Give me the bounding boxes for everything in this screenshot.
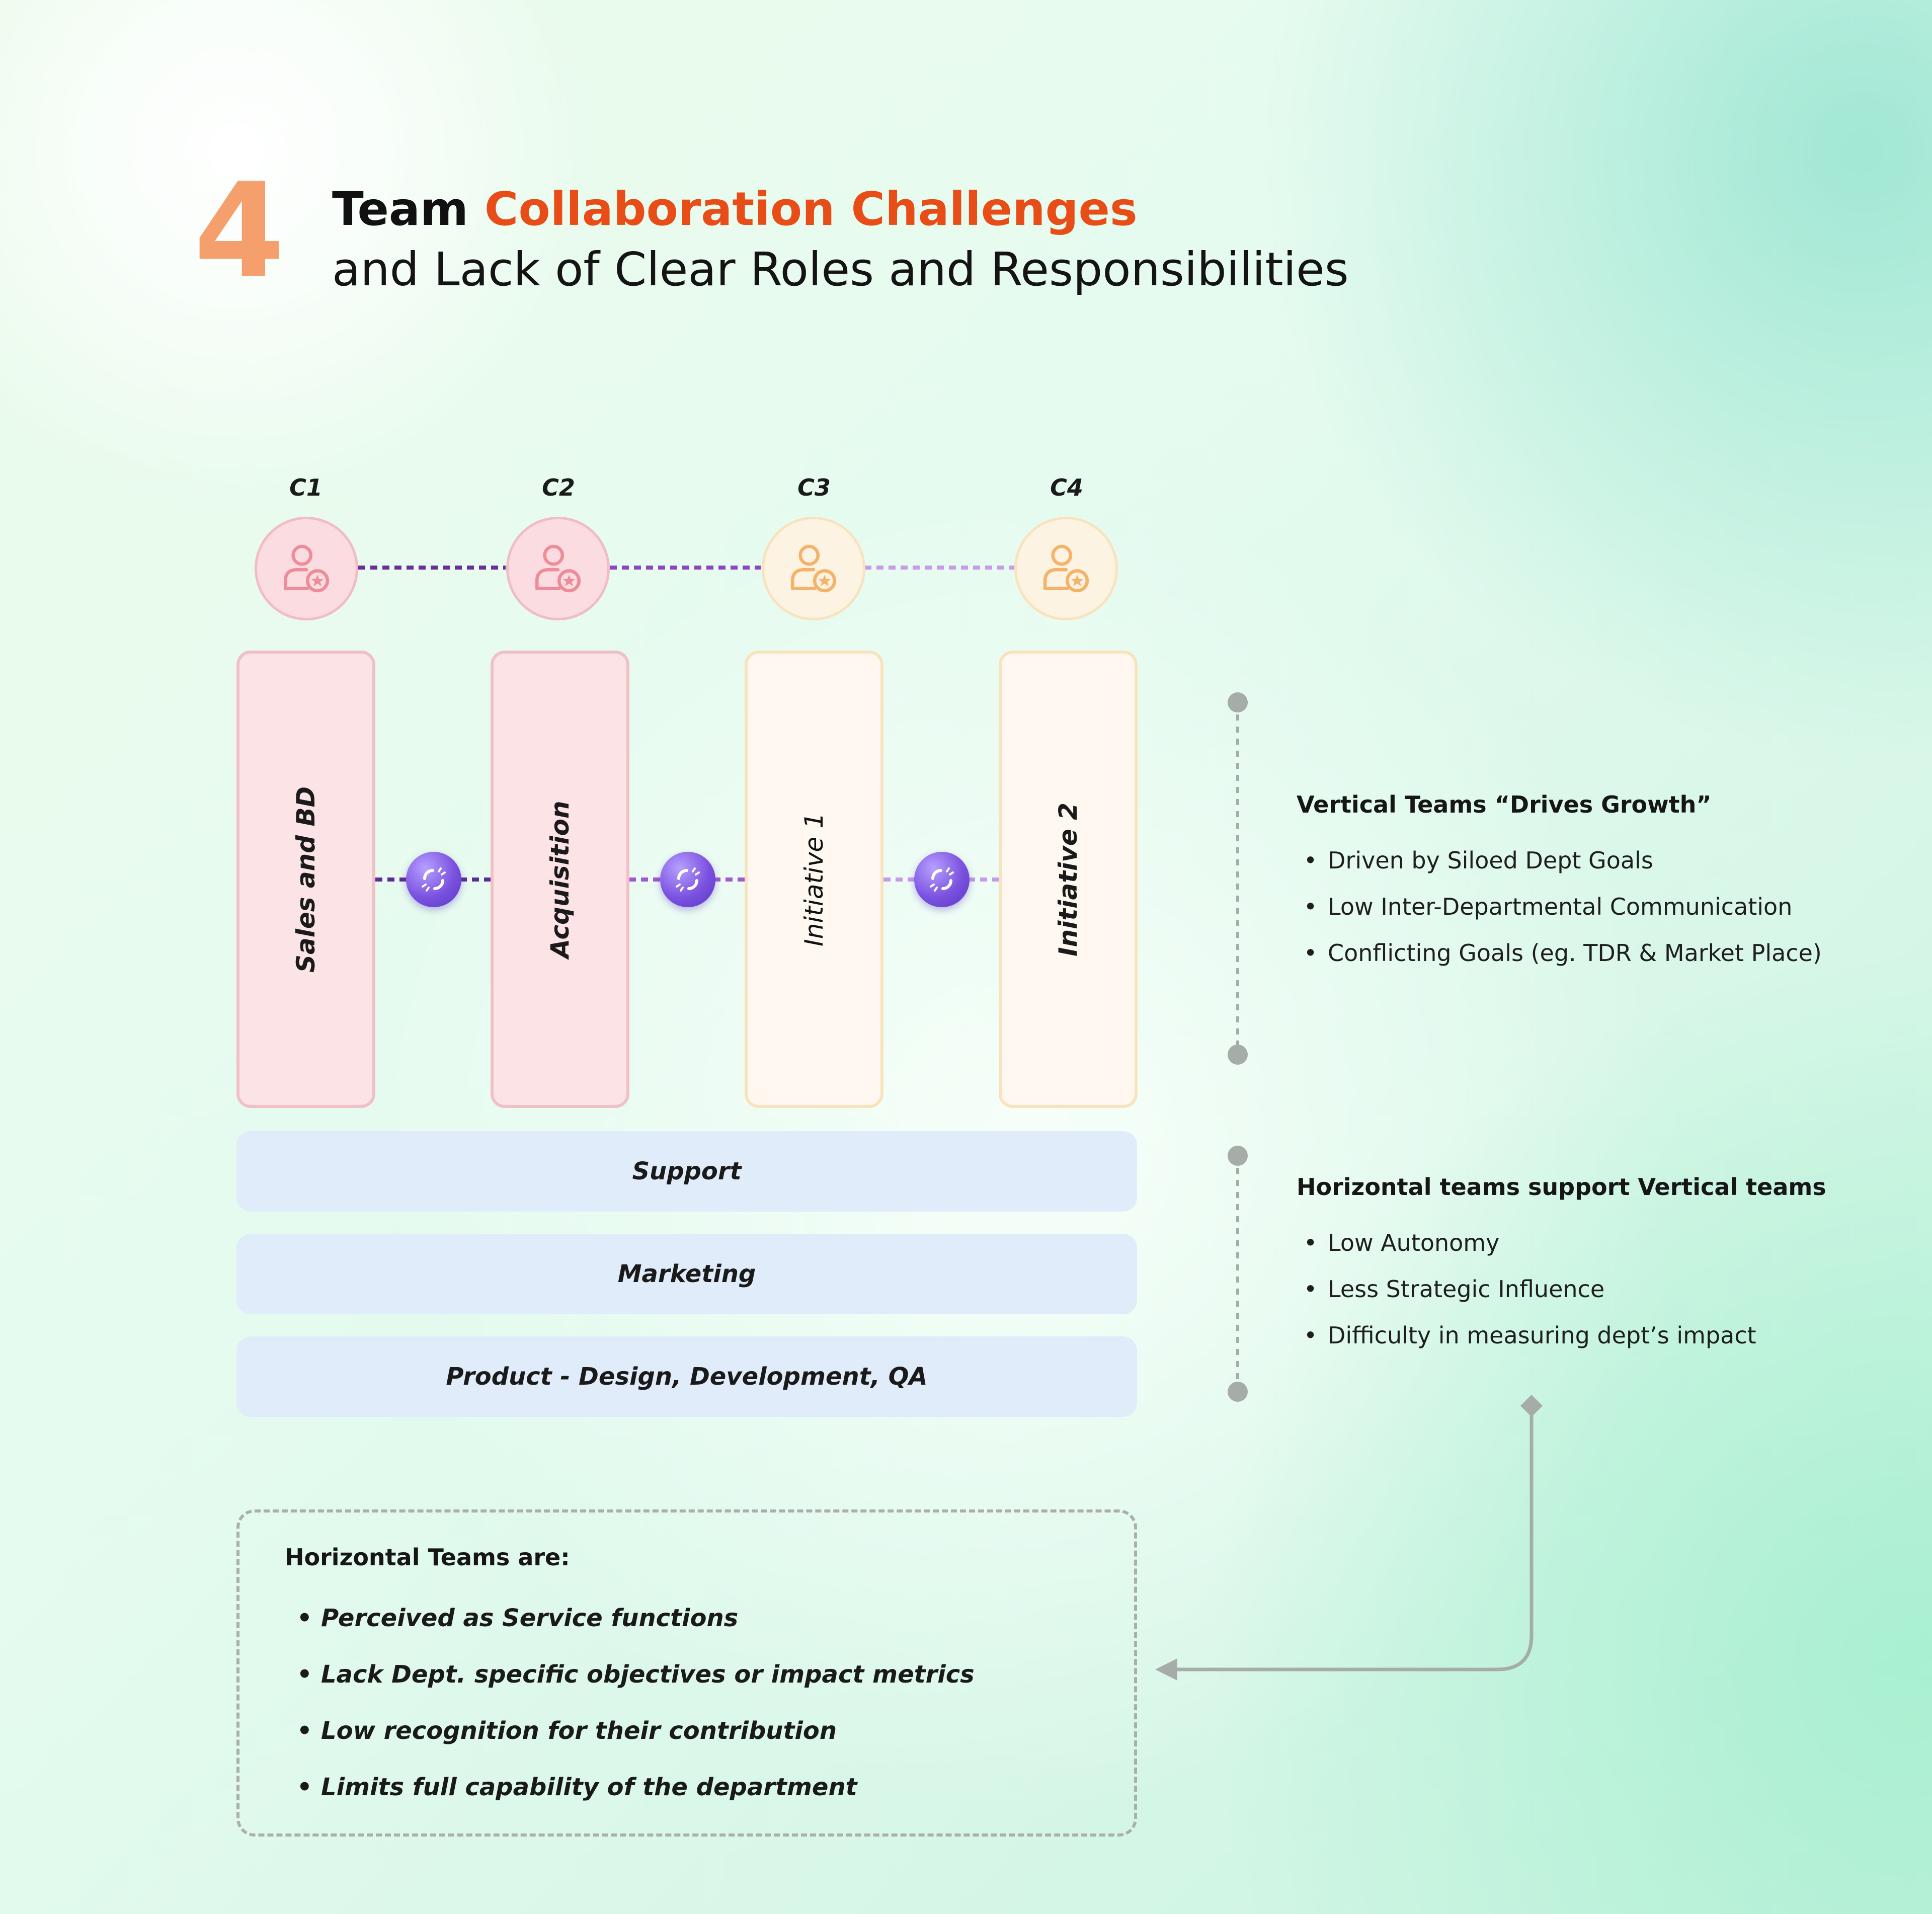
list-item: Limits full capability of the department: [297, 1759, 975, 1815]
horizontal-team-product: Product - Design, Development, QA: [236, 1336, 1137, 1417]
horizontal-team-marketing: Marketing: [236, 1234, 1137, 1314]
list-item: Difficulty in measuring dept’s impact: [1297, 1312, 1756, 1359]
vertical-team-acquisition: Acquisition: [491, 651, 629, 1108]
list-item: Low recognition for their contribution: [297, 1703, 975, 1759]
horizontal-team-support: Support: [236, 1131, 1137, 1212]
column-label-c4: C4: [1050, 474, 1083, 501]
avatar-c1: [255, 517, 358, 620]
list-item: Conflicting Goals (eg. TDR & Market Plac…: [1297, 930, 1822, 976]
avatar-c4: [1014, 517, 1118, 620]
vertical-team-label: Sales and BD: [291, 786, 320, 973]
horizontal-teams-heading: Horizontal teams support Vertical teams: [1297, 1173, 1826, 1201]
column-label-c3: C3: [797, 474, 831, 501]
person-star-icon: [1043, 544, 1089, 593]
bracket-dot: [1228, 1382, 1248, 1402]
bracket-dot: [1228, 1146, 1248, 1166]
title-plain: Team: [332, 182, 485, 236]
arrow-diamond: [1520, 1395, 1543, 1417]
list-item: Low Autonomy: [1297, 1220, 1756, 1266]
list-item: Driven by Siloed Dept Goals: [1297, 837, 1822, 884]
broken-link-icon: [930, 867, 954, 892]
page-title: Team Collaboration Challenges: [332, 184, 1138, 234]
column-label-c1: C1: [289, 474, 323, 501]
link-node-3: [914, 852, 970, 907]
bracket-dot: [1228, 692, 1248, 712]
person-star-icon: [535, 544, 581, 593]
page-subtitle: and Lack of Clear Roles and Responsibili…: [332, 243, 1349, 296]
note-heading: Horizontal Teams are:: [285, 1544, 570, 1571]
horizontal-teams-list: Low Autonomy Less Strategic Influence Di…: [1297, 1220, 1756, 1359]
vertical-teams-list: Driven by Siloed Dept Goals Low Inter-De…: [1297, 837, 1822, 976]
note-list: Perceived as Service functions Lack Dept…: [297, 1590, 975, 1815]
link-node-2: [660, 852, 715, 907]
vertical-team-sales-bd: Sales and BD: [236, 651, 375, 1108]
section-number: 4: [194, 155, 285, 307]
list-item: Low Inter-Departmental Communication: [1297, 884, 1822, 930]
vertical-team-initiative-1: Initiative 1: [745, 651, 883, 1108]
avatar-c3: [762, 517, 865, 620]
broken-link-icon: [422, 867, 446, 892]
horizontal-teams-note-box: [236, 1509, 1137, 1837]
title-accent: Collaboration Challenges: [484, 182, 1138, 236]
arrow-head: [1155, 1658, 1177, 1681]
list-item: Lack Dept. specific objectives or impact…: [297, 1646, 975, 1703]
broken-link-icon: [676, 867, 700, 892]
vertical-team-label: Acquisition: [545, 800, 575, 959]
person-star-icon: [283, 544, 330, 593]
vertical-team-initiative-2: Initiative 2: [999, 651, 1138, 1108]
person-star-icon: [790, 544, 837, 593]
avatar-c2: [506, 517, 610, 620]
vertical-teams-heading: Vertical Teams “Drives Growth”: [1297, 791, 1712, 818]
list-item: Perceived as Service functions: [297, 1590, 975, 1646]
link-node-1: [406, 852, 461, 907]
column-label-c2: C2: [542, 474, 575, 501]
vertical-team-label: Initiative 2: [1054, 802, 1083, 956]
vertical-team-label: Initiative 1: [799, 812, 829, 946]
list-item: Less Strategic Influence: [1297, 1266, 1756, 1312]
callout-arrow: [1172, 1409, 1534, 1671]
bracket-dot: [1228, 1045, 1248, 1065]
